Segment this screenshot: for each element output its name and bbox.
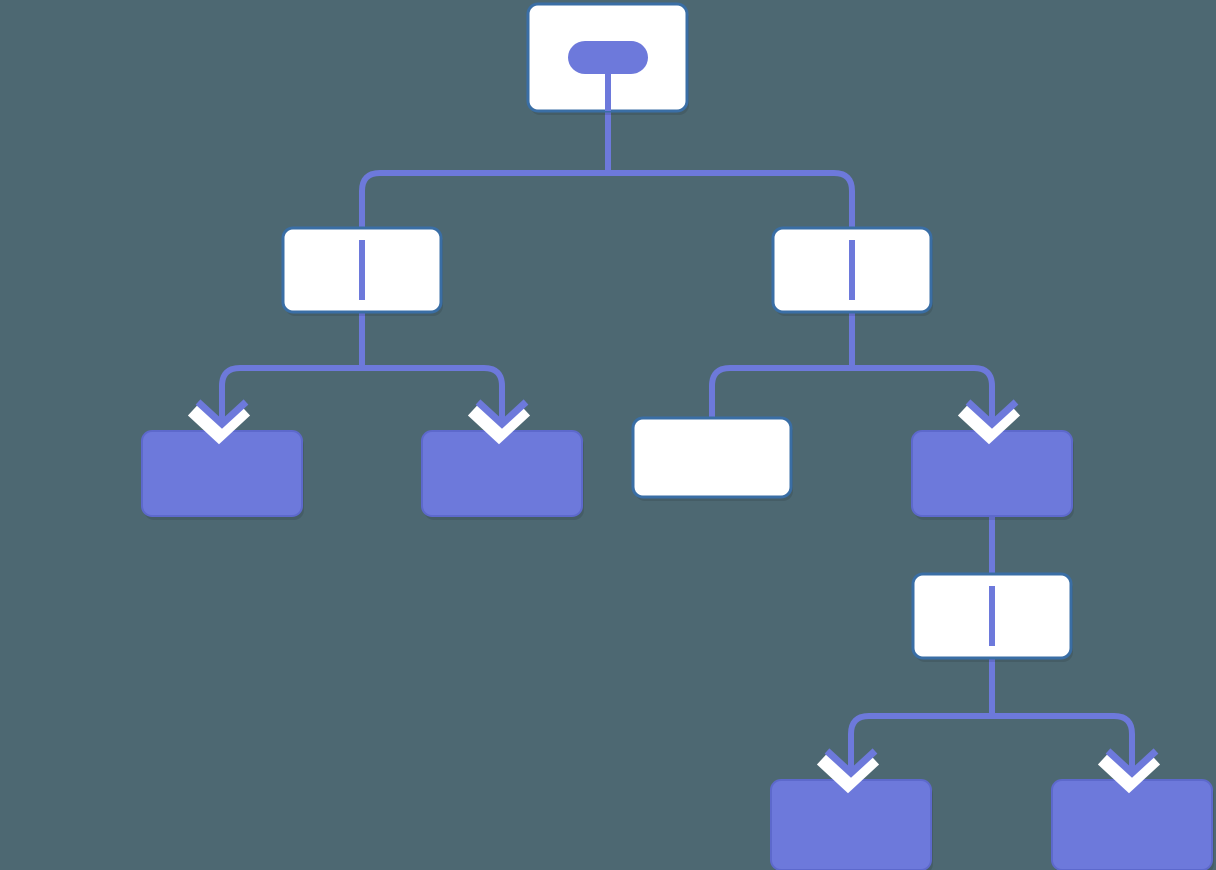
arrowhead-branch-node-outline xyxy=(957,404,1021,445)
leaf-node-4[interactable] xyxy=(1051,779,1214,870)
arrowhead-leaf-node-4-tip xyxy=(1105,748,1159,778)
level2-left-node[interactable] xyxy=(281,226,443,316)
leaf-node-1[interactable] xyxy=(141,430,304,520)
edge-level2-left-to-leaf1 xyxy=(219,312,365,424)
branch-node[interactable] xyxy=(911,430,1074,520)
level2-right-node[interactable] xyxy=(771,226,933,316)
edge-level2-left-to-leaf2 xyxy=(359,312,505,424)
arrowhead-leaf-node-3-tip xyxy=(824,748,878,778)
edge-level2-right-to-white xyxy=(709,312,855,418)
leaf-node-3-body[interactable] xyxy=(770,779,932,870)
edge-root-to-level2-right xyxy=(605,111,855,228)
arrowhead-leaf-node-1 xyxy=(187,399,251,445)
arrowhead-leaf-node-1-tip xyxy=(195,399,249,429)
arrowhead-leaf-node-2 xyxy=(467,399,531,445)
leaf-node-2[interactable] xyxy=(421,430,584,520)
edge-level2-right-to-branch xyxy=(849,312,995,424)
leaf-node-2-body[interactable] xyxy=(421,430,583,517)
nodes-layer xyxy=(141,2,1214,870)
level3-white-node[interactable] xyxy=(631,416,793,501)
arrowhead-leaf-node-4 xyxy=(1097,748,1161,794)
arrowheads-layer xyxy=(187,399,1161,794)
leaf-node-3[interactable] xyxy=(770,779,933,870)
edge-level4-to-leaf3 xyxy=(848,658,995,773)
arrowhead-leaf-node-2-outline xyxy=(467,404,531,445)
level4-white-node[interactable] xyxy=(911,572,1073,662)
arrowhead-leaf-node-4-outline xyxy=(1097,753,1161,794)
level3-white-node-body[interactable] xyxy=(631,416,793,499)
edges-layer xyxy=(219,111,1135,773)
edge-level4-to-leaf4 xyxy=(989,658,1135,773)
root-node[interactable] xyxy=(526,2,689,115)
arrowhead-leaf-node-2-tip xyxy=(475,399,529,429)
edge-root-to-level2-left xyxy=(359,111,611,228)
arrowhead-leaf-node-3-outline xyxy=(816,753,880,794)
leaf-node-4-body[interactable] xyxy=(1051,779,1213,870)
branch-node-body[interactable] xyxy=(911,430,1073,517)
arrowhead-branch-node xyxy=(957,399,1021,445)
arrowhead-leaf-node-3 xyxy=(816,748,880,794)
leaf-node-1-body[interactable] xyxy=(141,430,303,517)
arrowhead-branch-node-tip xyxy=(965,399,1019,429)
arrowhead-leaf-node-1-outline xyxy=(187,404,251,445)
root-node-pill-label xyxy=(568,41,648,74)
